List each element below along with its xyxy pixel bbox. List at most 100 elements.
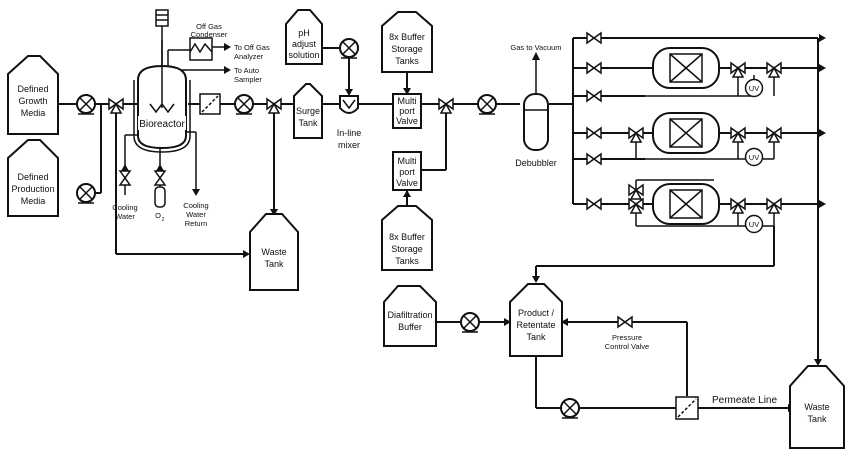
svg-text:Waste: Waste xyxy=(804,402,829,412)
svg-text:Multi: Multi xyxy=(397,96,416,106)
valve-col3-out-b xyxy=(766,198,782,214)
svg-text:UV: UV xyxy=(749,84,759,93)
svg-text:mixer: mixer xyxy=(338,140,360,150)
valve-manifold-top xyxy=(586,32,602,44)
valve-col3-in xyxy=(586,198,602,210)
off-gas-condenser: Off Gas Condenser To Off Gas Analyzer To… xyxy=(189,22,270,84)
svg-text:Valve: Valve xyxy=(396,178,418,188)
pump-retentate xyxy=(560,398,580,419)
svg-text:Growth: Growth xyxy=(18,96,47,106)
pump-buffer xyxy=(477,94,497,115)
svg-text:UV: UV xyxy=(749,153,759,162)
waste-tank-2: Waste Tank xyxy=(789,365,845,449)
svg-text:In-line: In-line xyxy=(337,128,362,138)
pump-growth-media xyxy=(76,94,96,115)
buffer-storage-tanks-top: 8x Buffer Storage Tanks xyxy=(381,11,433,73)
valve-col2-bypass xyxy=(586,153,602,165)
svg-text:Return: Return xyxy=(185,219,208,228)
svg-text:Defined: Defined xyxy=(17,172,48,182)
valve-col3-3way xyxy=(628,198,644,214)
svg-text:Waste: Waste xyxy=(261,247,286,257)
valve-col1-out-b xyxy=(766,62,782,78)
svg-text:Retentate: Retentate xyxy=(516,320,555,330)
pump-bioreactor-out xyxy=(234,94,254,115)
ph-adjust-tank: pH adjust solution xyxy=(285,9,340,65)
defined-production-media-tank: Defined Production Media xyxy=(7,139,59,217)
svg-text:UV: UV xyxy=(749,220,759,229)
tff-filter: Permeate Line xyxy=(675,395,777,420)
valve-surge xyxy=(266,98,282,114)
inline-filter xyxy=(199,93,221,115)
inline-mixer: In-line mixer xyxy=(337,95,362,150)
svg-text:Cooling: Cooling xyxy=(183,201,208,210)
svg-text:Analyzer: Analyzer xyxy=(234,52,264,61)
chromatography-column-1 xyxy=(652,47,720,89)
svg-text:Media: Media xyxy=(21,196,46,206)
pump-production-media xyxy=(76,183,96,204)
svg-text:port: port xyxy=(399,167,415,177)
svg-text:Tanks: Tanks xyxy=(395,256,419,266)
svg-text:Storage: Storage xyxy=(391,244,423,254)
svg-text:Permeate Line: Permeate Line xyxy=(712,395,777,406)
svg-text:Condenser: Condenser xyxy=(191,30,228,39)
valve-col1-out-a xyxy=(730,62,746,78)
svg-text:2: 2 xyxy=(162,217,165,223)
bioreactor: Bioreactor xyxy=(133,9,191,153)
svg-text:Tanks: Tanks xyxy=(395,56,419,66)
svg-text:Control Valve: Control Valve xyxy=(605,342,649,351)
valve-col2-3way xyxy=(628,127,644,143)
valve-cooling xyxy=(119,170,131,186)
svg-text:Media: Media xyxy=(21,108,46,118)
svg-text:Water: Water xyxy=(186,210,206,219)
valve-o2 xyxy=(154,170,166,186)
surge-tank: Surge Tank xyxy=(293,83,323,139)
product-retentate-tank: Product / Retentate Tank xyxy=(509,283,563,357)
svg-text:8x Buffer: 8x Buffer xyxy=(389,232,425,242)
pump-ph-adjust xyxy=(339,38,359,59)
flow-arrows xyxy=(121,34,826,412)
valve-col3-out-a xyxy=(730,198,746,214)
svg-text:Debubbler: Debubbler xyxy=(515,158,557,168)
svg-text:solution: solution xyxy=(288,50,319,60)
valve-col2-out-a xyxy=(730,127,746,143)
valve-col2-out-b xyxy=(766,127,782,143)
valve-col2-in xyxy=(586,127,602,139)
buffer-storage-tanks-bottom: 8x Buffer Storage Tanks xyxy=(381,205,433,271)
svg-text:Tank: Tank xyxy=(298,118,318,128)
svg-text:Bioreactor: Bioreactor xyxy=(139,119,185,130)
pressure-control-valve: Pressure Control Valve xyxy=(605,316,649,351)
multiport-valve-bottom: Multi port Valve xyxy=(392,151,422,191)
valve-multiport xyxy=(438,98,454,114)
svg-text:pH: pH xyxy=(298,28,310,38)
svg-text:Sampler: Sampler xyxy=(234,75,262,84)
svg-text:Tank: Tank xyxy=(807,414,827,424)
uv-sensor-2: UV xyxy=(744,147,764,167)
svg-text:Product /: Product / xyxy=(518,308,555,318)
chromatography-column-2 xyxy=(652,112,720,154)
svg-text:Multi: Multi xyxy=(397,156,416,166)
svg-text:8x Buffer: 8x Buffer xyxy=(389,32,425,42)
svg-text:Tank: Tank xyxy=(264,259,284,269)
svg-text:Tank: Tank xyxy=(526,332,546,342)
svg-text:Off Gas: Off Gas xyxy=(196,22,222,31)
valve-bioreactor-inlet xyxy=(108,98,124,114)
svg-text:Production: Production xyxy=(11,184,54,194)
svg-text:Pressure: Pressure xyxy=(612,333,642,342)
svg-text:Defined: Defined xyxy=(17,84,48,94)
valve-col1-bypass xyxy=(586,90,602,102)
svg-text:Cooling: Cooling xyxy=(112,203,137,212)
svg-text:To Auto: To Auto xyxy=(234,66,259,75)
svg-text:Diafiltration: Diafiltration xyxy=(387,310,432,320)
debubbler: Gas to Vacuum Debubbler xyxy=(510,43,561,168)
svg-text:Storage: Storage xyxy=(391,44,423,54)
svg-text:O: O xyxy=(155,211,161,220)
chromatography-column-3 xyxy=(652,183,720,225)
defined-growth-media-tank: Defined Growth Media xyxy=(7,55,59,135)
pump-diafiltration xyxy=(460,312,480,333)
uv-sensor-1: UV xyxy=(744,75,764,98)
multiport-valve-top: Multi port Valve xyxy=(392,93,422,129)
svg-text:port: port xyxy=(399,106,415,116)
diafiltration-buffer-tank: Diafiltration Buffer xyxy=(383,285,437,347)
waste-tank-1: Waste Tank xyxy=(249,213,299,291)
svg-text:Buffer: Buffer xyxy=(398,322,422,332)
